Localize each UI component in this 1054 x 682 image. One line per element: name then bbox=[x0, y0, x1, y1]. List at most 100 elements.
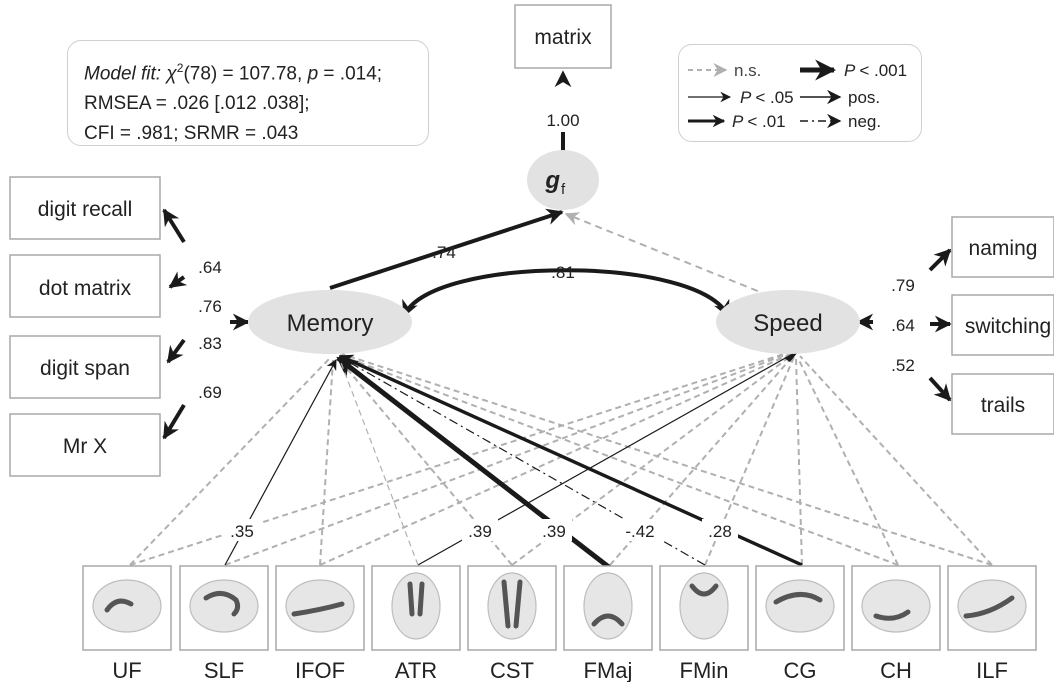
digit-recall-loading: .64 bbox=[198, 258, 222, 277]
cg-coef: .28 bbox=[708, 522, 732, 541]
switching-label: switching bbox=[965, 315, 1051, 338]
path-speed-trails bbox=[928, 376, 952, 402]
path-uf-memory bbox=[129, 357, 331, 566]
digit-span-box bbox=[9, 335, 161, 399]
gf-label: g bbox=[544, 167, 560, 194]
dot-matrix-label: dot matrix bbox=[39, 277, 132, 300]
model-fit-prefix: Model fit: bbox=[84, 63, 162, 85]
dot-matrix-loading: .76 bbox=[198, 297, 222, 316]
speed-label: Speed bbox=[753, 310, 822, 337]
legend-p05-label: P< .05 bbox=[740, 88, 794, 107]
brain-image bbox=[861, 579, 931, 633]
tract-shape-cst bbox=[501, 579, 523, 629]
tract-shape-ifof bbox=[291, 601, 345, 617]
trails-label: trails bbox=[981, 394, 1025, 417]
path-ch-speed bbox=[797, 357, 899, 566]
legend-p01-label: P< .01 bbox=[732, 112, 786, 131]
tract-shape-slf bbox=[203, 591, 241, 617]
tract-panel-ifof: IFOF bbox=[275, 565, 365, 682]
naming-loading: .79 bbox=[891, 276, 915, 295]
tract-shape-uf bbox=[104, 598, 134, 613]
path-ifof-memory bbox=[319, 359, 334, 566]
memory-speed-covariance bbox=[402, 268, 730, 318]
mr-x-box bbox=[9, 413, 161, 477]
speed-ellipse bbox=[716, 290, 860, 354]
brain-image bbox=[583, 572, 633, 640]
path-ilf-speed bbox=[799, 355, 993, 566]
tract-shape-cg bbox=[773, 592, 823, 605]
path-atr-memory bbox=[339, 359, 419, 566]
chi-superscript: 2 bbox=[176, 61, 184, 75]
model-fit-line-3: CFI = .981; SRMR = .043 bbox=[84, 123, 299, 145]
tract-label-cg: CG bbox=[784, 658, 817, 682]
tract-panel-atr: ATR bbox=[371, 565, 461, 682]
p-label: p bbox=[307, 63, 319, 85]
tract-label-cst: CST bbox=[490, 658, 534, 682]
brain-image bbox=[765, 579, 835, 633]
legend-ns-label: n.s. bbox=[734, 61, 761, 80]
brain-image bbox=[487, 572, 537, 640]
gf-subscript: f bbox=[561, 181, 566, 198]
memory-label: Memory bbox=[287, 310, 374, 337]
switching-box bbox=[951, 294, 1054, 356]
path-memory-mr-x bbox=[162, 403, 186, 440]
path-cst-speed bbox=[511, 354, 793, 566]
path-ifof-speed bbox=[319, 353, 792, 566]
tract-label-fmaj: FMaj bbox=[584, 658, 633, 682]
tract-panel-ch: CH bbox=[851, 565, 941, 682]
tract-shape-ilf bbox=[963, 595, 1015, 619]
digit-recall-label: digit recall bbox=[38, 198, 133, 221]
brain-image bbox=[189, 579, 259, 633]
tract-shape-fmaj bbox=[591, 613, 625, 627]
tract-panel-fmaj: FMaj bbox=[563, 565, 653, 682]
tract-shape-fmin bbox=[689, 583, 719, 597]
brain-image bbox=[285, 579, 355, 633]
dot-matrix-box bbox=[9, 254, 161, 318]
path-slf-speed bbox=[224, 352, 791, 566]
legend-pos-label: pos. bbox=[848, 88, 880, 107]
chi-symbol: χ bbox=[166, 63, 177, 85]
brain-image bbox=[957, 579, 1027, 633]
speed-arrowhead bbox=[784, 352, 798, 362]
gf-ellipse bbox=[527, 150, 599, 210]
mr-x-label: Mr X bbox=[63, 435, 107, 458]
brain-image bbox=[679, 572, 729, 640]
atr-coef: .39 bbox=[468, 522, 492, 541]
slf-coef: .35 bbox=[230, 522, 254, 541]
brain-image bbox=[391, 572, 441, 640]
switching-loading: .64 bbox=[891, 316, 915, 335]
tract-label-atr: ATR bbox=[395, 658, 437, 682]
digit-span-label: digit span bbox=[40, 357, 130, 380]
path-fmaj-speed bbox=[609, 355, 794, 566]
trails-box bbox=[951, 373, 1054, 435]
p-value: = .014; bbox=[323, 63, 383, 85]
model-fit-box: Model fit: χ2(78) = 107.78, p = .014; RM… bbox=[67, 40, 429, 146]
path-memory-gf bbox=[329, 208, 564, 290]
matrix-label: matrix bbox=[534, 26, 592, 49]
tract-panel-cst: CST bbox=[467, 565, 557, 682]
tract-shape-ch bbox=[873, 609, 911, 621]
legend-samples bbox=[688, 59, 842, 129]
matrix-loading: 1.00 bbox=[546, 111, 579, 130]
path-ilf-memory bbox=[341, 353, 993, 566]
tract-label-ifof: IFOF bbox=[295, 658, 345, 682]
tract-label-uf: UF bbox=[112, 658, 141, 682]
model-fit-line-2: RMSEA = .026 [.012 .038]; bbox=[84, 93, 310, 115]
tract-panel-ilf: ILF bbox=[947, 565, 1037, 682]
tract-label-ilf: ILF bbox=[976, 658, 1008, 682]
legend-neg-label: neg. bbox=[848, 112, 881, 131]
path-memory-digit-recall bbox=[162, 208, 186, 244]
fmaj-coef: .39 bbox=[542, 522, 566, 541]
digit-recall-box bbox=[9, 176, 161, 240]
tract-shape-atr bbox=[407, 581, 425, 617]
tract-panel-fmin: FMin bbox=[659, 565, 749, 682]
covariance-coef: .81 bbox=[551, 263, 575, 282]
path-cg-speed bbox=[795, 357, 803, 566]
naming-box bbox=[951, 216, 1054, 278]
brain-image bbox=[92, 579, 162, 633]
tract-panel-cg: CG bbox=[755, 565, 845, 682]
tract-panel-uf: UF bbox=[82, 565, 172, 682]
memory-gf-coef: .74 bbox=[432, 243, 456, 262]
